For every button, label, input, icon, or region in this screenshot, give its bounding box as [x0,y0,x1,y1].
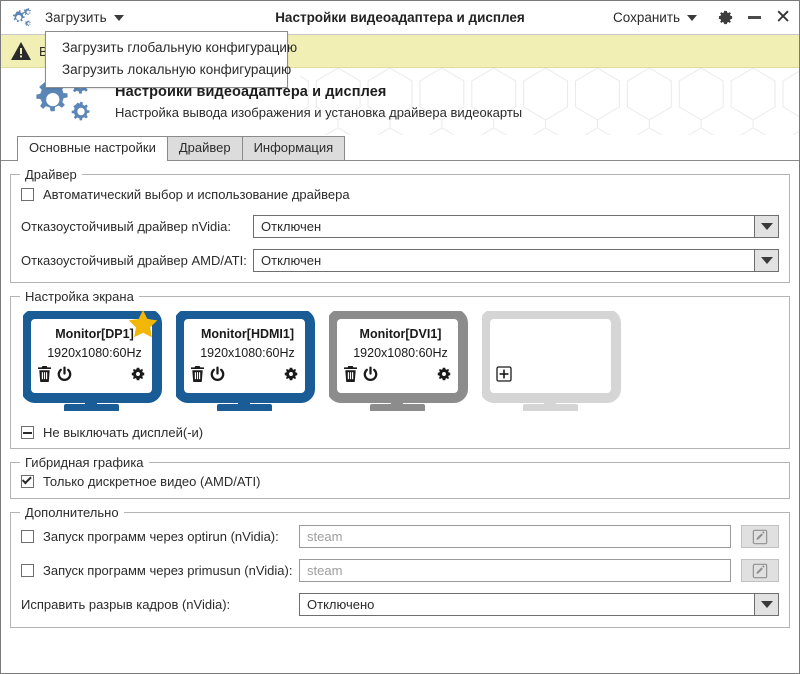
title-bar: Загрузить Настройки видеоадаптера и дисп… [1,1,799,35]
tab-main-settings[interactable]: Основные настройки [17,136,168,161]
auto-driver-label: Автоматический выбор и использование дра… [43,187,350,202]
amd-driver-label: Отказоустойчивый драйвер AMD/ATI: [21,253,247,268]
optirun-input[interactable]: steam [299,525,731,548]
chevron-down-icon [687,14,698,21]
tab-bar: Основные настройки Драйвер Информация [1,135,799,161]
monitor-card-hdmi1[interactable]: Monitor[HDMI1] 1920x1080:60Hz [176,311,319,411]
discrete-only-checkbox-row[interactable]: Только дискретное видео (AMD/ATI) [21,474,779,489]
primusun-row: Запуск программ через primusun (nVidia):… [21,559,779,582]
tab-label: Информация [253,140,334,155]
page-subtitle: Настройка вывода изображения и установка… [115,104,523,120]
auto-driver-checkbox-row[interactable]: Автоматический выбор и использование дра… [21,187,779,202]
minimize-icon[interactable] [748,16,762,19]
screen-setup-group: Настройка экрана Monitor[DP1] 1920x1080:… [10,289,790,449]
hybrid-graphics-group-legend: Гибридная графика [20,455,149,470]
nvidia-driver-select[interactable]: Отключен [253,215,779,238]
tab-driver[interactable]: Драйвер [166,136,243,160]
tab-label: Основные настройки [29,140,156,155]
primusun-checkbox-row[interactable]: Запуск программ через primusun (nVidia): [21,563,299,578]
primusun-input[interactable]: steam [299,559,731,582]
optirun-checkbox[interactable] [21,530,34,543]
primusun-label: Запуск программ через primusun (nVidia): [43,563,293,578]
tearfree-value: Отключено [307,597,375,612]
extra-group-legend: Дополнительно [20,505,124,520]
chevron-down-icon[interactable] [754,250,778,271]
title-bar-controls: Сохранить ✕ [607,7,791,28]
load-dropdown-menu: Загрузить глобальную конфигурацию Загруз… [45,31,297,88]
keep-displays-on-checkbox-row[interactable]: Не выключать дисплей(-и) [21,425,779,440]
driver-group: Драйвер Автоматический выбор и использов… [10,167,790,283]
primusun-checkbox[interactable] [21,564,34,577]
tearfree-row: Исправить разрыв кадров (nVidia): Отключ… [21,593,779,616]
load-menu-button[interactable]: Загрузить [39,7,130,28]
driver-group-legend: Драйвер [20,167,82,182]
tab-information[interactable]: Информация [241,136,346,160]
nvidia-driver-label: Отказоустойчивый драйвер nVidia: [21,219,231,234]
menu-item-label: Загрузить глобальную конфигурацию [62,40,298,55]
optirun-edit-button[interactable] [741,525,779,548]
tearfree-select[interactable]: Отключено [299,593,779,616]
chevron-down-icon[interactable] [754,216,778,237]
amd-driver-row: Отказоустойчивый драйвер AMD/ATI: Отключ… [21,249,779,272]
discrete-only-checkbox[interactable] [21,474,34,488]
menu-item-load-local-config[interactable]: Загрузить локальную конфигурацию [46,59,291,81]
optirun-row: Запуск программ через optirun (nVidia): … [21,525,779,548]
keep-displays-on-checkbox[interactable] [21,426,34,439]
extra-group: Дополнительно Запуск программ через opti… [10,505,790,628]
tab-content-main-settings: Драйвер Автоматический выбор и использов… [1,160,799,673]
close-icon[interactable]: ✕ [775,7,791,28]
screen-setup-group-legend: Настройка экрана [20,289,139,304]
amd-driver-value: Отключен [261,253,322,268]
tab-label: Драйвер [178,140,231,155]
gear-icon[interactable] [717,9,734,26]
tearfree-label: Исправить разрыв кадров (nVidia): [21,597,231,612]
hybrid-graphics-group: Гибридная графика Только дискретное виде… [10,455,790,499]
optirun-label: Запуск программ через optirun (nVidia): [43,529,279,544]
keep-displays-on-label: Не выключать дисплей(-и) [43,425,204,440]
chevron-down-icon[interactable] [754,594,778,615]
monitor-list: Monitor[DP1] 1920x1080:60Hz [21,309,779,415]
monitor-card-dvi1[interactable]: Monitor[DVI1] 1920x1080:60Hz [329,311,472,411]
monitor-card-add-new[interactable] [482,311,625,411]
save-menu-button[interactable]: Сохранить [607,7,703,28]
primusun-edit-button[interactable] [741,559,779,582]
load-menu-label: Загрузить [45,10,107,25]
nvidia-driver-value: Отключен [261,219,322,234]
nvidia-driver-row: Отказоустойчивый драйвер nVidia: Отключе… [21,215,779,238]
auto-driver-checkbox[interactable] [21,188,34,201]
optirun-checkbox-row[interactable]: Запуск программ через optirun (nVidia): [21,529,299,544]
monitor-card-dp1[interactable]: Monitor[DP1] 1920x1080:60Hz [23,311,166,411]
menu-item-load-global-config[interactable]: Загрузить глобальную конфигурацию [46,37,297,59]
amd-driver-select[interactable]: Отключен [253,249,779,272]
discrete-only-label: Только дискретное видео (AMD/ATI) [43,474,261,489]
warning-triangle-icon [11,42,31,60]
warning-text: В [39,43,48,59]
menu-item-label: Загрузить локальную конфигурацию [62,62,292,77]
save-menu-label: Сохранить [612,10,681,25]
chevron-down-icon [113,14,124,21]
gears-icon [7,7,33,29]
